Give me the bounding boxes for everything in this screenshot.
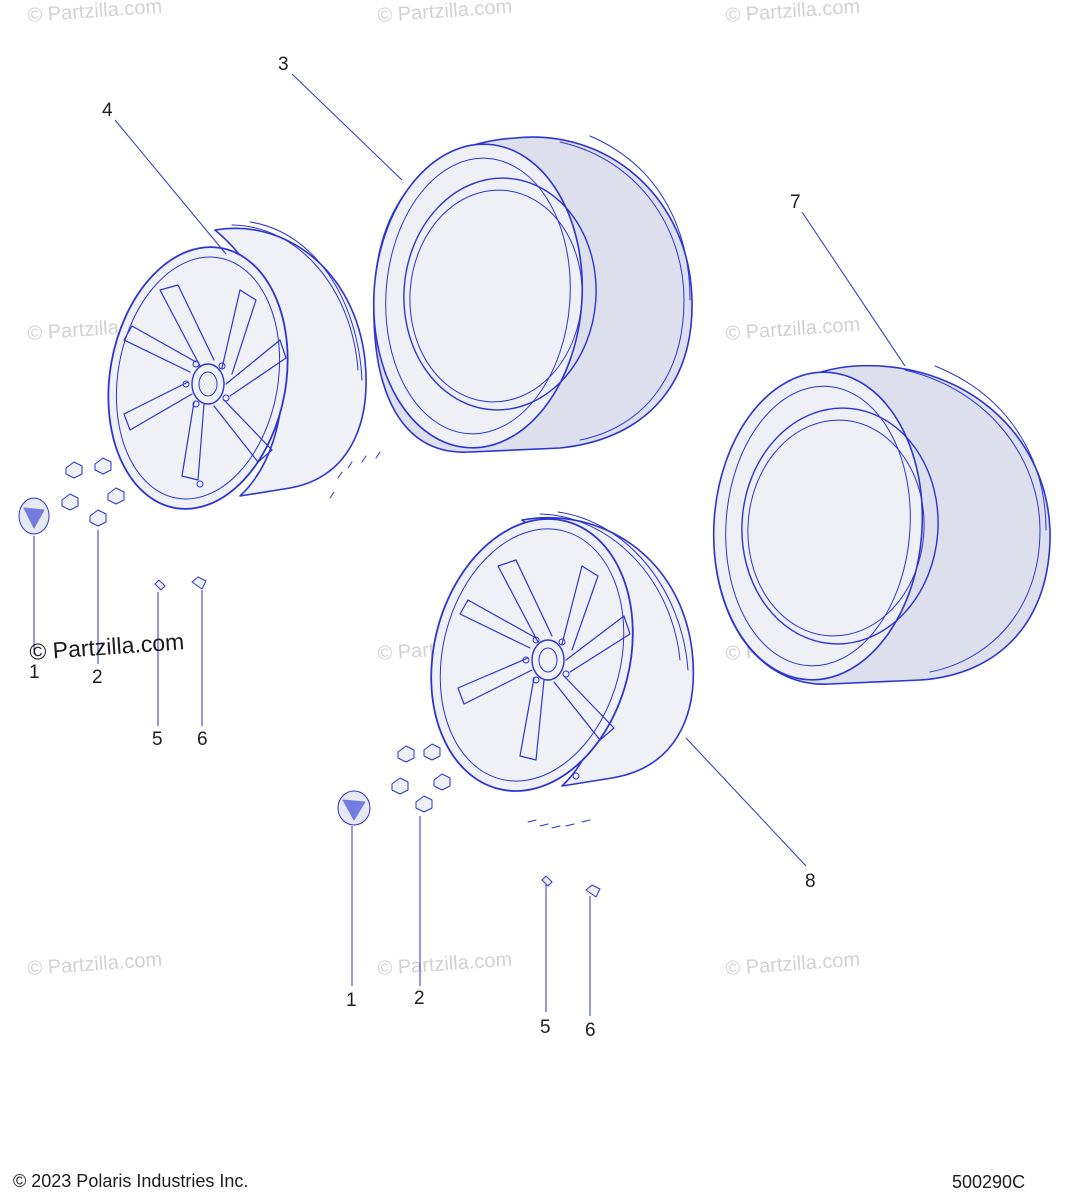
diagram-id: 500290C [952, 1172, 1025, 1192]
callouts: 3 4 7 1 2 5 6 8 1 2 5 6 [29, 54, 816, 1041]
callout-6: 6 [585, 1020, 596, 1041]
callout-6: 6 [197, 729, 208, 750]
callout-4: 4 [102, 100, 113, 121]
tire-upper[interactable] [364, 135, 693, 455]
callout-5: 5 [152, 729, 163, 750]
watermark-strong: © Partzilla.com [29, 628, 185, 665]
callout-2: 2 [414, 988, 425, 1009]
wheel-upper[interactable] [88, 221, 367, 523]
callout-5: 5 [540, 1017, 551, 1038]
callout-3: 3 [278, 54, 289, 75]
callout-7: 7 [790, 192, 801, 213]
callout-2: 2 [92, 667, 103, 688]
leader-lines [33, 73, 906, 1016]
wheel-lower[interactable] [404, 497, 695, 812]
tire-lower[interactable] [704, 364, 1051, 687]
watermark: © Partzilla.com [377, 0, 513, 27]
callout-1: 1 [346, 990, 357, 1011]
watermark: © Partzilla.com [27, 0, 163, 27]
callout-8: 8 [805, 871, 816, 892]
callout-1: 1 [29, 662, 40, 683]
watermark: © Partzilla.com [27, 949, 163, 980]
copyright-text: © 2023 Polaris Industries Inc. [13, 1171, 248, 1191]
watermark: © Partzilla.com [725, 314, 861, 345]
watermark: © Partzilla.com [725, 0, 861, 27]
hardware-upper [18, 451, 381, 591]
watermark: © Partzilla.com [377, 949, 513, 980]
watermark: © Partzilla.com [725, 949, 861, 980]
